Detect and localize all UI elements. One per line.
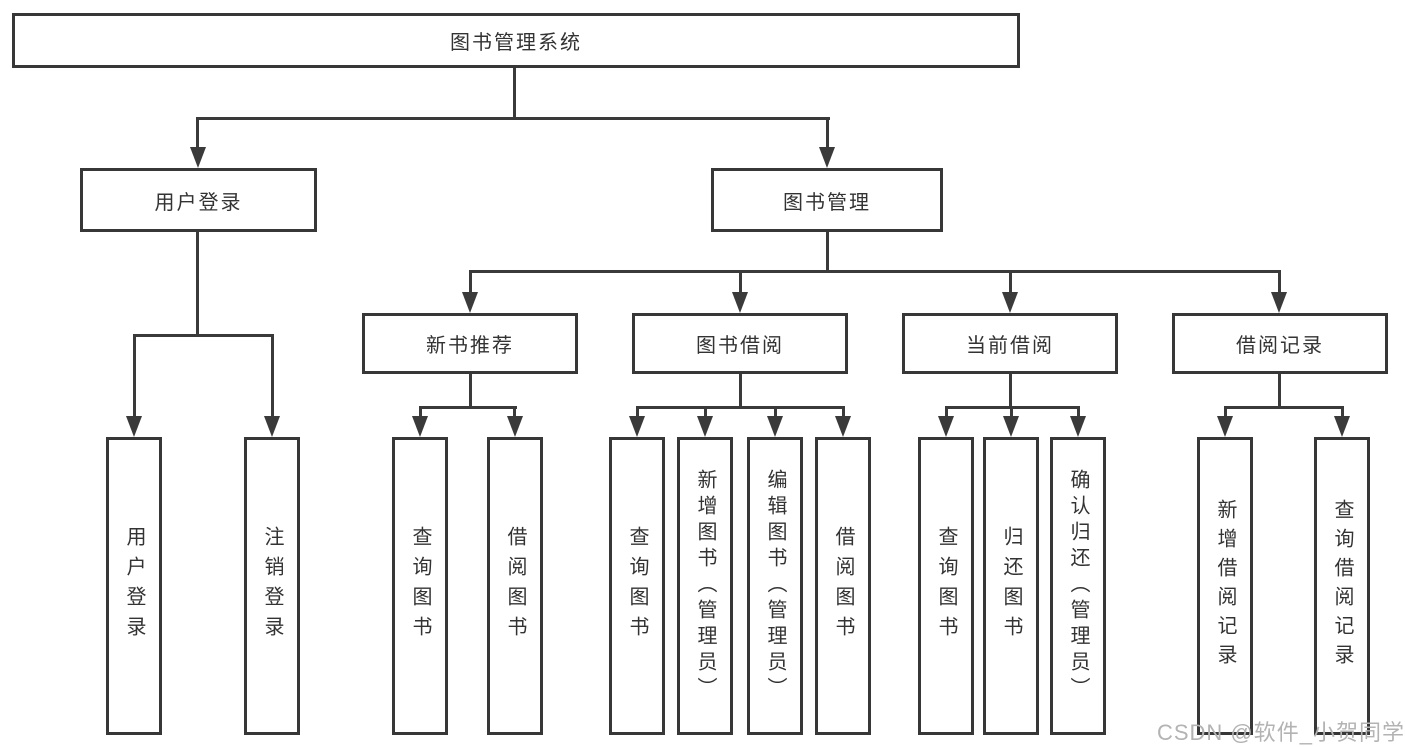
node-cb-query-book-label: 查询图书 [935,526,957,646]
connector-drop-new-book [469,270,472,293]
connector-br-stem [1278,374,1281,407]
node-br-add-record-label: 新增借阅记录 [1214,499,1236,673]
connector-drop-ul-logout [271,334,274,416]
connector-drop-bb-add [704,406,707,418]
arrowhead-bb-borrow-icon [835,416,851,437]
connector-br-branch [1224,406,1344,409]
arrowhead-ul-login-icon [126,416,142,437]
arrowhead-user-login-icon [190,147,206,168]
node-new-book-rec: 新书推荐 [362,313,578,374]
arrowhead-bb-query-icon [629,416,645,437]
connector-drop-ul-login [133,334,136,416]
connector-drop-book-borrow [739,270,742,293]
node-bb-edit-book-admin: 编辑图书（管理员） [747,437,803,735]
arrowhead-bb-edit-icon [767,416,783,437]
node-bb-borrow-book: 借阅图书 [815,437,871,735]
connector-drop-bb-borrow [842,406,845,418]
node-bb-query-book: 查询图书 [609,437,665,735]
arrowhead-cb-return-icon [1003,416,1019,437]
connector-drop-nb-query [419,406,422,418]
node-br-query-record: 查询借阅记录 [1314,437,1370,735]
connector-drop-nb-borrow [513,406,516,418]
connector-drop-book-mgmt [826,117,829,148]
node-current-borrow-label: 当前借阅 [966,335,1054,357]
connector-drop-cb-confirm [1077,406,1080,418]
node-nb-borrow-book-label: 借阅图书 [504,526,526,646]
connector-drop-cb-return [1010,406,1013,418]
arrowhead-cb-confirm-icon [1070,416,1086,437]
node-system-root: 图书管理系统 [12,13,1020,68]
node-br-query-record-label: 查询借阅记录 [1331,499,1353,673]
node-ul-logout-label: 注销登录 [261,526,283,646]
connector-drop-cb-query [945,406,948,418]
watermark: CSDN @软件_小贺同学 [1156,720,1405,745]
node-new-book-rec-label: 新书推荐 [426,335,514,357]
connector-cb-stem [1009,374,1012,407]
node-ul-user-login-label: 用户登录 [123,526,145,646]
node-cb-confirm-return-admin-label: 确认归还（管理员） [1067,469,1089,703]
node-nb-query-book: 查询图书 [392,437,448,735]
arrowhead-nb-query-icon [412,416,428,437]
node-system-root-label: 图书管理系统 [450,32,582,54]
node-ul-logout: 注销登录 [244,437,300,735]
node-book-mgmt-label: 图书管理 [783,191,871,214]
node-book-borrow: 图书借阅 [632,313,848,374]
node-cb-confirm-return-admin: 确认归还（管理员） [1050,437,1106,735]
arrowhead-br-query-icon [1334,416,1350,437]
node-nb-query-book-label: 查询图书 [409,526,431,646]
connector-user-login-stem [196,232,199,335]
connector-drop-bb-edit [774,406,777,418]
node-nb-borrow-book: 借阅图书 [487,437,543,735]
arrowhead-current-borrow-icon [1002,292,1018,313]
connector-nb-stem [469,374,472,407]
connector-drop-user-login [196,117,199,148]
arrowhead-book-mgmt-icon [819,147,835,168]
node-bb-add-book-admin: 新增图书（管理员） [677,437,733,735]
arrowhead-cb-query-icon [938,416,954,437]
node-user-login: 用户登录 [80,168,317,232]
connector-root-stem [513,68,516,117]
connector-drop-bb-query [636,406,639,418]
arrowhead-bb-add-icon [697,416,713,437]
node-bb-borrow-book-label: 借阅图书 [832,526,854,646]
node-book-borrow-label: 图书借阅 [696,335,784,357]
node-bb-add-book-admin-label: 新增图书（管理员） [694,469,716,703]
node-borrow-record: 借阅记录 [1172,313,1388,374]
node-book-mgmt: 图书管理 [711,168,943,232]
arrowhead-new-book-icon [462,292,478,313]
connector-drop-br-query [1341,406,1344,418]
node-cb-return-book: 归还图书 [983,437,1039,735]
arrowhead-ul-logout-icon [264,416,280,437]
node-ul-user-login: 用户登录 [106,437,162,735]
connector-nb-branch [419,406,517,409]
arrowhead-br-add-icon [1217,416,1233,437]
arrowhead-nb-borrow-icon [507,416,523,437]
connector-root-branch [197,117,830,120]
connector-drop-br-add [1224,406,1227,418]
connector-book-mgmt-stem [826,232,829,271]
node-br-add-record: 新增借阅记录 [1197,437,1253,735]
node-borrow-record-label: 借阅记录 [1236,335,1324,357]
connector-book-mgmt-branch [469,270,1281,273]
node-current-borrow: 当前借阅 [902,313,1118,374]
node-user-login-label: 用户登录 [154,191,243,214]
arrowhead-borrow-record-icon [1271,292,1287,313]
connector-drop-borrow-record [1278,270,1281,293]
connector-drop-current-borrow [1009,270,1012,293]
connector-bb-branch [636,406,845,409]
node-bb-edit-book-admin-label: 编辑图书（管理员） [764,469,786,703]
connector-bb-stem [739,374,742,407]
arrowhead-book-borrow-icon [732,292,748,313]
node-cb-return-book-label: 归还图书 [1000,526,1022,646]
node-cb-query-book: 查询图书 [918,437,974,735]
connector-user-login-branch [133,334,274,337]
node-bb-query-book-label: 查询图书 [626,526,648,646]
